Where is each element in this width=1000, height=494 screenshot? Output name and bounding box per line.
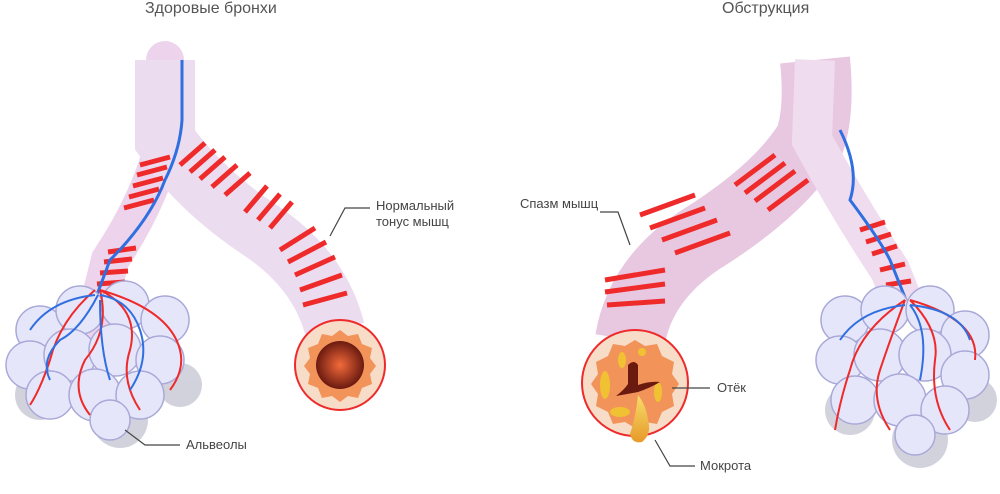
label-edema: Отёк [717,380,746,395]
label-muscle-tone: Нормальный тонус мышц [376,198,454,230]
cross-section-obstructed [581,329,689,443]
label-line: тонус мышц [376,214,449,229]
label-sputum: Мокрота [700,458,752,473]
obstructed-bronchi [581,56,997,468]
leader-line [124,429,180,446]
leader-line [600,211,631,246]
alveoli-cluster-right [815,285,997,468]
label-spasm: Спазм мышц [520,196,599,211]
label-line: Нормальный [376,198,455,213]
healthy-bronchi [5,41,386,448]
alveoli-cluster-left [5,280,202,448]
label-alveoli: Альвеолы [186,437,247,452]
title-obstruction: Обструкция [722,0,810,17]
title-healthy: Здоровые бронхи [145,0,277,17]
leader-line [329,207,370,237]
vein [838,129,912,311]
leader-line [654,439,695,467]
vein [93,60,184,301]
cross-section-healthy [294,319,386,411]
muscle-bands [96,141,348,308]
